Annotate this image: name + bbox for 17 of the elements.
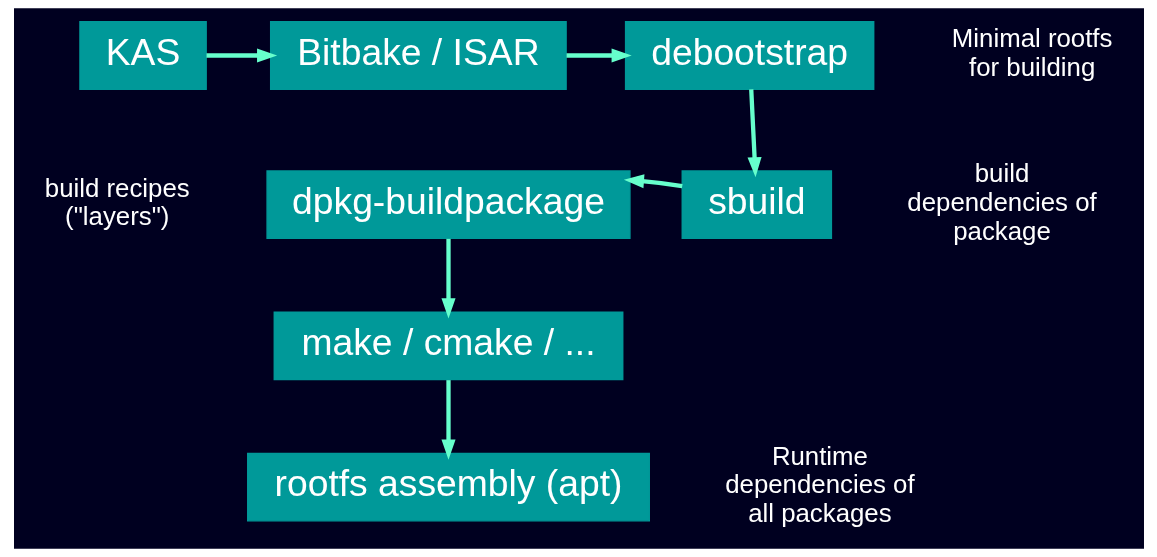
arrow [566,48,632,63]
node-label: build recipes ("layers") [44,173,190,231]
node-box: rootfs assembly (apt) [246,452,650,522]
node-box: sbuild [681,170,832,240]
node-box: dpkg-buildpackage [265,170,631,240]
arrow [440,238,456,319]
arrow [440,380,456,460]
node-box: debootstrap [624,21,874,90]
node-label: build dependencies of package [906,159,1097,245]
node-label: Runtime dependencies of all packages [724,441,915,528]
node-label: Minimal rootfs for building [951,24,1112,82]
arrow [747,89,762,178]
arrow [623,174,683,189]
node-box: Bitbake / ISAR [269,21,567,90]
arrow [206,48,277,63]
node-box: make / cmake / ... [273,311,623,381]
node-box: KAS [78,21,207,90]
